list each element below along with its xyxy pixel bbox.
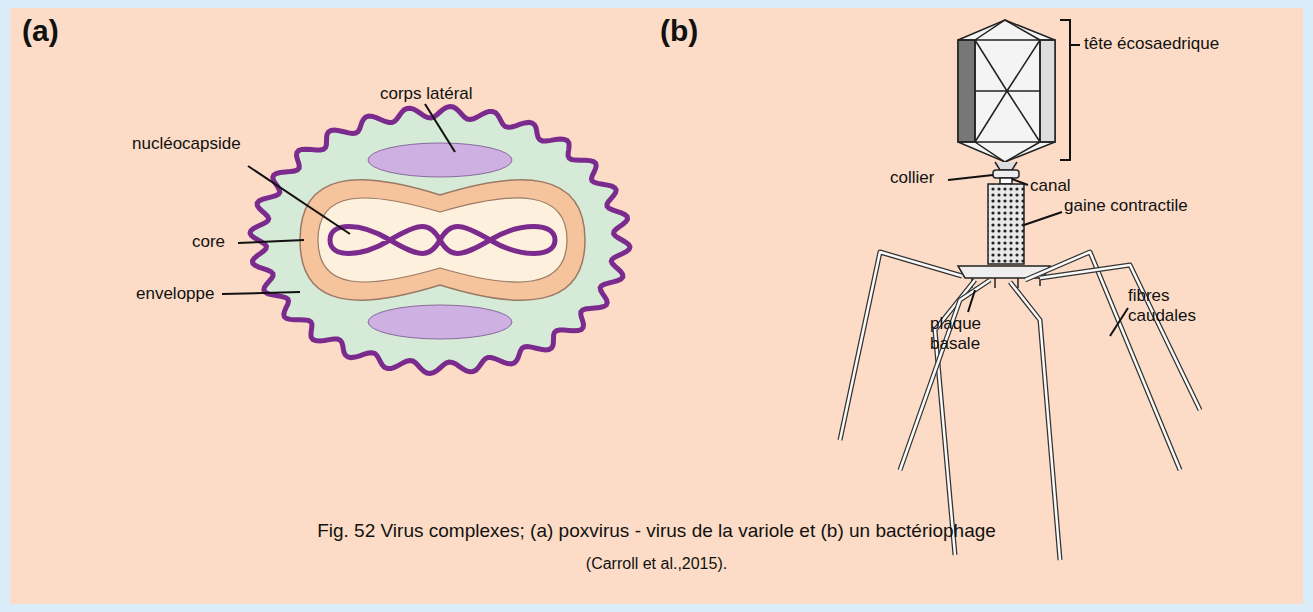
part-label: fibres caudales [1128, 286, 1198, 325]
tail-fibre [900, 280, 990, 470]
part-label: tête écosaedrique [1084, 34, 1219, 54]
ground [10, 8, 1303, 604]
lateral-body [368, 143, 512, 177]
phage-head [958, 20, 1055, 162]
citation: (Carroll et al.,2015). [0, 555, 1313, 573]
part-label: nucléocapside [132, 134, 241, 154]
panel-letter: (b) [660, 14, 698, 49]
envelope-shape [250, 107, 630, 374]
part-label: collier [890, 168, 934, 188]
part-label: core [192, 232, 225, 252]
panel-letter: (a) [22, 14, 59, 49]
tail-fibre [1010, 282, 1060, 560]
nucleocapsid-shape [330, 227, 555, 254]
tail-fibre [1040, 265, 1200, 410]
part-label: enveloppe [136, 284, 214, 304]
core-inner [318, 198, 567, 282]
core-shape [300, 180, 585, 300]
tail-fibre [1040, 265, 1200, 410]
leader-lines [948, 20, 1128, 336]
tail-fibres [840, 252, 1200, 560]
tail-fibre [1010, 282, 1060, 560]
part-label: canal [1030, 176, 1071, 196]
tail-fibre [900, 280, 990, 470]
part-label: gaine contractile [1064, 196, 1188, 216]
lateral-body [368, 305, 512, 339]
leader-lines [222, 104, 455, 294]
part-label: corps latéral [380, 84, 473, 104]
part-label: plaque basale [930, 314, 1000, 353]
figure-caption: Fig. 52 Virus complexes; (a) poxvirus - … [20, 520, 1293, 542]
